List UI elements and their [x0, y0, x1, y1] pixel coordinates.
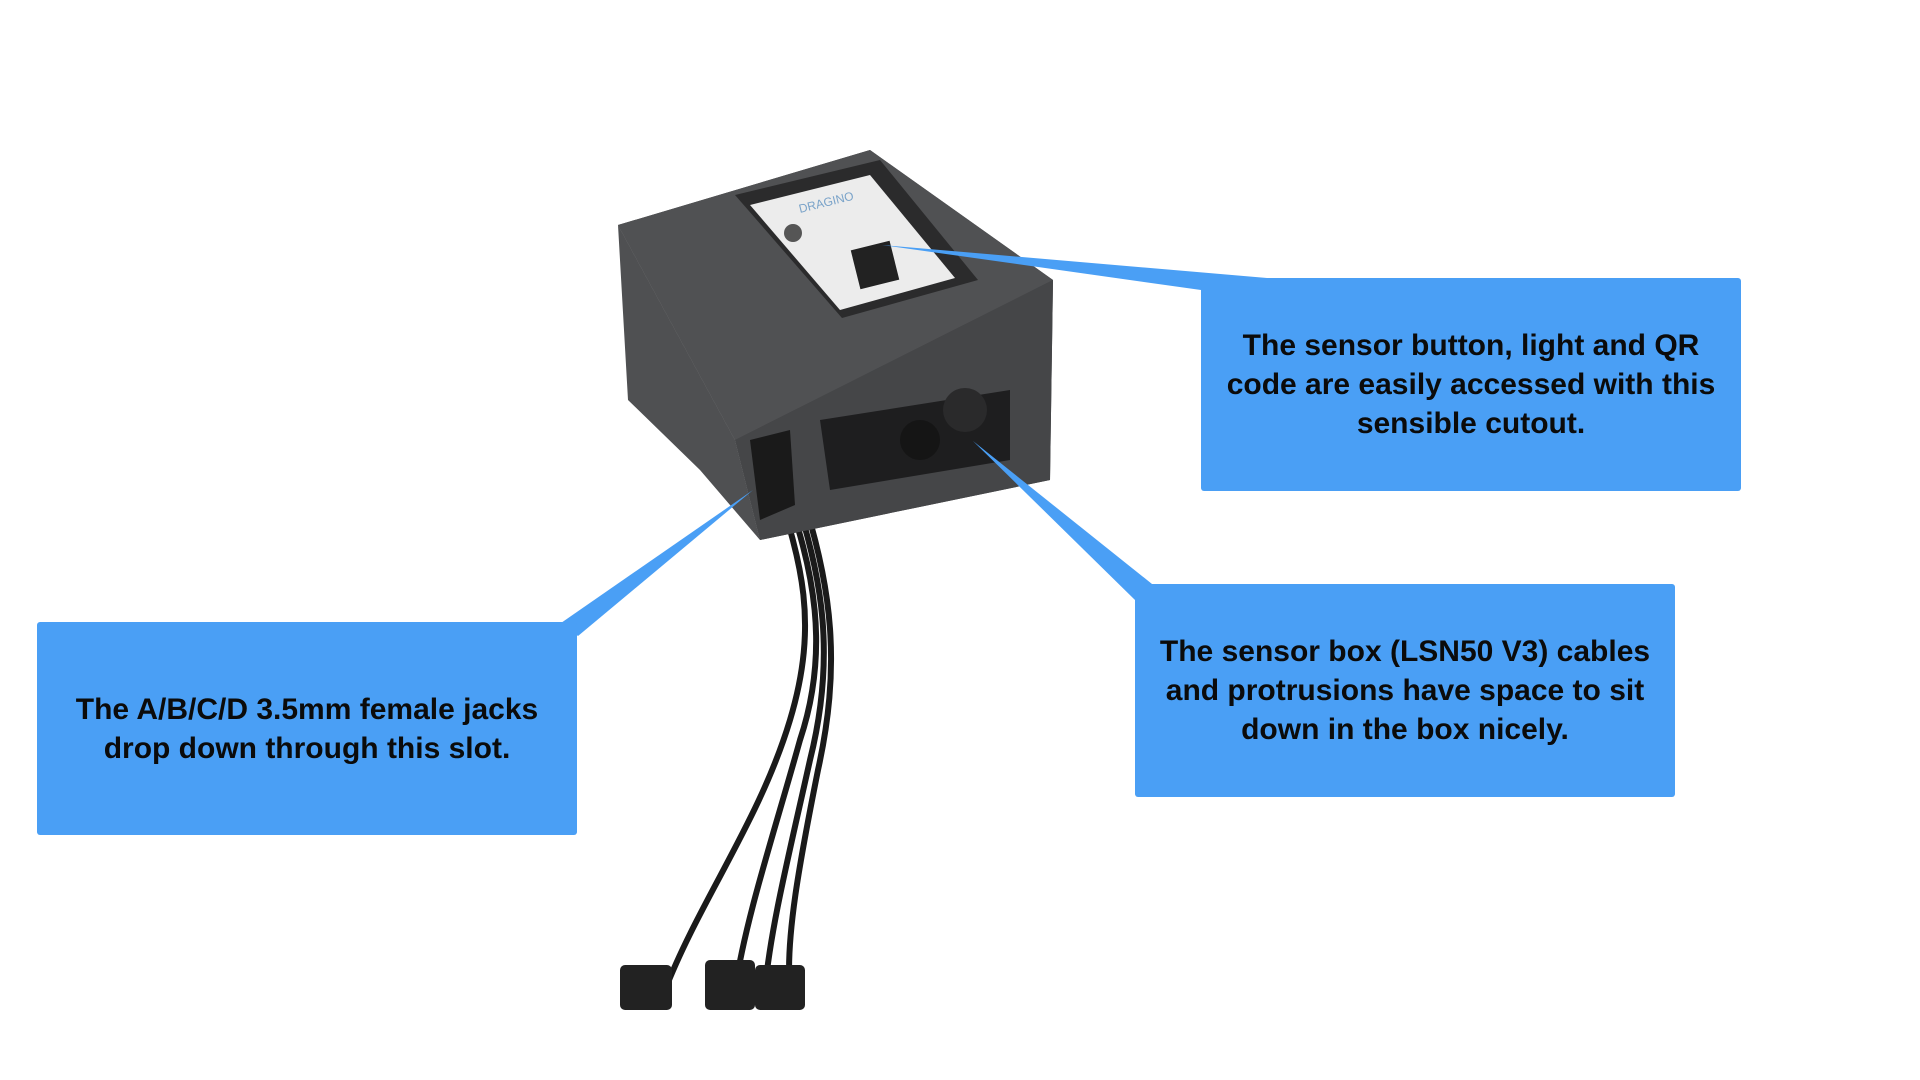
callout-text: The sensor button, light and QR code are…	[1226, 329, 1716, 440]
jack-slot	[750, 430, 795, 520]
callout-text: The A/B/C/D 3.5mm female jacks drop down…	[75, 692, 539, 765]
callout-sensor-box: The sensor box (LSN50 V3) cables and pro…	[1135, 584, 1675, 797]
callout-qr-cutout: The sensor button, light and QR code are…	[1201, 278, 1741, 491]
sensor-label	[750, 175, 955, 310]
callout-pointer-sensor-box	[973, 441, 1152, 600]
callout-pointer-jacks	[561, 490, 753, 636]
callout-jacks-slot: The A/B/C/D 3.5mm female jacks drop down…	[37, 622, 577, 835]
cables	[662, 478, 835, 992]
jack-plugs	[620, 960, 805, 1010]
enclosure: DRAGINO	[618, 150, 1053, 540]
callout-pointer-qr	[882, 245, 1267, 290]
qr-code	[850, 240, 900, 290]
callout-text: The sensor box (LSN50 V3) cables and pro…	[1159, 635, 1651, 746]
